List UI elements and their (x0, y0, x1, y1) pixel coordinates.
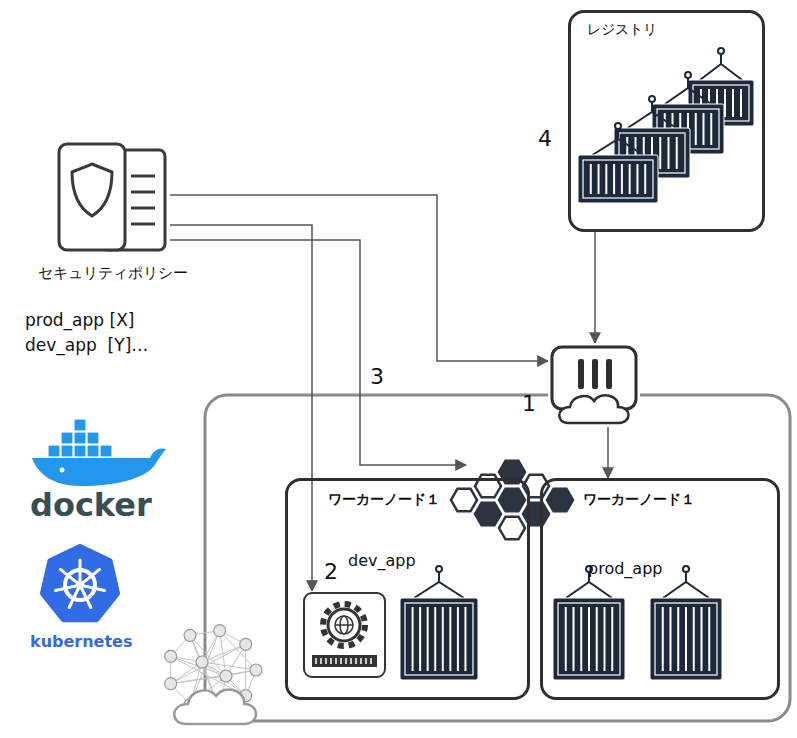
node-label: セキュリティポリシー (38, 264, 188, 282)
app-label: dev_app (348, 551, 416, 570)
kubernetes-logo (43, 547, 117, 619)
policy-rule: dev_app [Y]… (25, 335, 148, 355)
connector-arrow (170, 225, 312, 591)
policy-rule: prod_app [X] (25, 310, 134, 330)
firewall-icon-art (548, 343, 640, 427)
callout-number: 4 (538, 126, 552, 152)
callout-number: 2 (324, 559, 338, 585)
policy-icon-art (55, 140, 170, 255)
cluster-outline (205, 395, 790, 721)
connector-arrow (594, 232, 596, 343)
logo-wordmark: kubernetes (30, 632, 133, 651)
cloud-network-icon (165, 625, 262, 724)
box-title: ワーカーノード１ (583, 491, 695, 508)
callout-number: 3 (370, 364, 384, 390)
docker-logo (32, 419, 166, 486)
firewall-icon: 1 (548, 343, 640, 427)
connector-arrow (170, 195, 548, 361)
callout-number: 1 (522, 391, 536, 417)
logo-wordmark: docker (30, 486, 152, 524)
registry-box: レジストリ (568, 10, 765, 232)
app-label: prod_app (588, 559, 662, 578)
network-hexagons (451, 461, 573, 540)
worker-node-box: 2 ワーカーノード１ dev_app (285, 478, 530, 700)
containers (400, 48, 754, 680)
policy-icon: セキュリティポリシー (55, 140, 170, 255)
connector-arrow (607, 427, 609, 478)
policy-network-line (170, 240, 466, 465)
service-icon: 2 (302, 591, 387, 679)
box-title: ワーカーノード１ (328, 491, 440, 508)
box-title: レジストリ (587, 21, 657, 38)
service-icon-art (302, 591, 387, 679)
worker-node-box: ワーカーノード１ prod_app (540, 478, 780, 700)
